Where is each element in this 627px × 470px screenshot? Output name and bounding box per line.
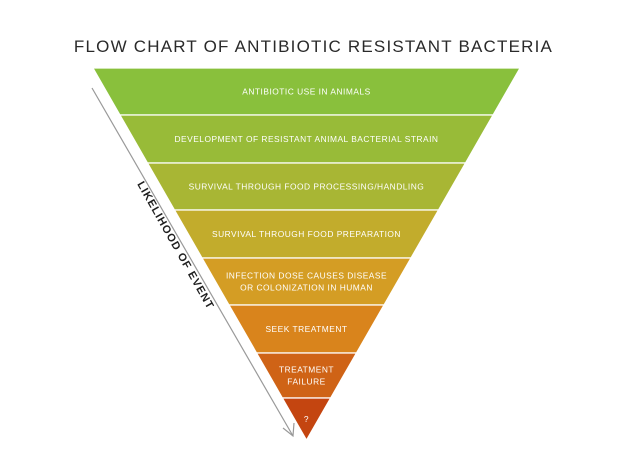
pyramid-level-8-label: ?: [304, 414, 309, 424]
pyramid-level-4-label: SURVIVAL THROUGH FOOD PREPARATION: [212, 229, 401, 239]
pyramid-level-5-label: OR COLONIZATION IN HUMAN: [240, 283, 373, 293]
pyramid-level-6-label: SEEK TREATMENT: [265, 324, 347, 334]
pyramid-level-7-label: FAILURE: [287, 377, 325, 387]
pyramid-level-5-label: INFECTION DOSE CAUSES DISEASE: [226, 271, 387, 281]
pyramid-level-7: [255, 352, 358, 399]
pyramid-level-5: [201, 257, 412, 306]
pyramid-level-7-label: TREATMENT: [279, 365, 334, 375]
pyramid-level-8: [281, 397, 332, 442]
likelihood-arrow-line: [91, 87, 294, 437]
pyramid-level-3-label: SURVIVAL THROUGH FOOD PROCESSING/HANDLIN…: [189, 182, 425, 192]
page-title: FLOW CHART OF ANTIBIOTIC RESISTANT BACTE…: [73, 37, 554, 56]
pyramid-level-1-label: ANTIBIOTIC USE IN ANIMALS: [242, 87, 370, 97]
pyramid-level-2-label: DEVELOPMENT OF RESISTANT ANIMAL BACTERIA…: [175, 134, 439, 144]
likelihood-arrowhead: [282, 422, 295, 438]
